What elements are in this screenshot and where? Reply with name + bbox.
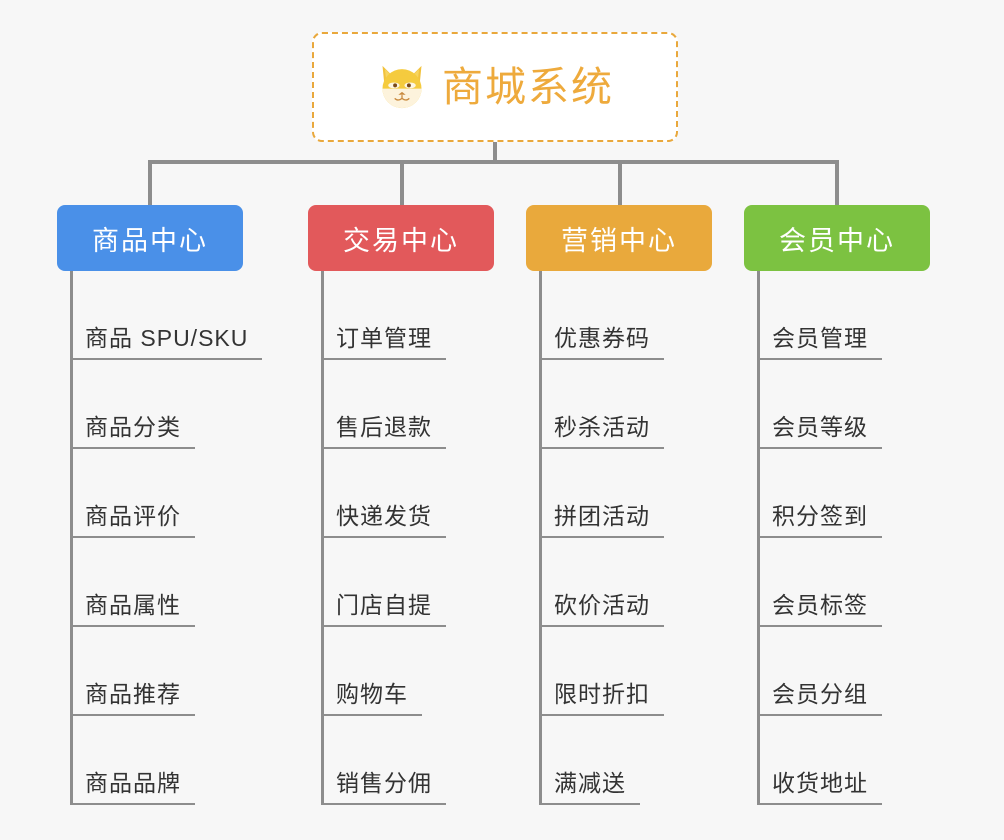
leaf-item-label: 快递发货	[336, 503, 432, 529]
leaf-item[interactable]: 限时折扣	[539, 627, 664, 716]
leaf-item-label: 销售分佣	[336, 770, 432, 796]
leaf-item[interactable]: 积分签到	[757, 449, 882, 538]
leaf-item[interactable]: 满减送	[539, 716, 664, 805]
leaf-item-label: 砍价活动	[554, 592, 650, 618]
leaf-item-underline: 商品分类	[71, 408, 195, 449]
leaf-item-underline: 拼团活动	[540, 497, 664, 538]
category-header-label: 商品中心	[92, 225, 208, 256]
leaf-item-label: 优惠券码	[554, 325, 650, 351]
leaf-item[interactable]: 拼团活动	[539, 449, 664, 538]
leaf-item-underline: 积分签到	[758, 497, 882, 538]
leaf-item[interactable]: 购物车	[321, 627, 446, 716]
leaf-item[interactable]: 会员管理	[757, 271, 882, 360]
leaf-item-label: 秒杀活动	[554, 414, 650, 440]
leaf-item-underline: 收货地址	[758, 764, 882, 805]
leaf-item[interactable]: 商品 SPU/SKU	[70, 271, 263, 360]
leaf-item[interactable]: 售后退款	[321, 360, 446, 449]
root-title: 商城系统	[442, 63, 614, 110]
leaf-item-label: 商品评价	[85, 503, 181, 529]
leaf-item-label: 拼团活动	[554, 503, 650, 529]
leaf-item-underline: 优惠券码	[540, 319, 664, 360]
leaf-item[interactable]: 商品分类	[70, 360, 262, 449]
leaf-item[interactable]: 商品评价	[70, 449, 262, 538]
leaf-list-marketing-center: 优惠券码秒杀活动拼团活动砍价活动限时折扣满减送	[539, 271, 664, 805]
column-spine-trade-center	[321, 271, 324, 805]
leaf-item[interactable]: 优惠券码	[539, 271, 664, 360]
leaf-item-underline: 购物车	[322, 675, 422, 716]
category-header-member-center[interactable]: 会员中心	[744, 205, 930, 271]
shiba-dog-face-icon	[382, 65, 422, 109]
leaf-item-underline: 售后退款	[322, 408, 446, 449]
leaf-item-label: 商品推荐	[85, 681, 181, 707]
leaf-item[interactable]: 销售分佣	[321, 716, 446, 805]
leaf-item-label: 商品分类	[85, 414, 181, 440]
leaf-item-underline: 砍价活动	[540, 586, 664, 627]
leaf-item[interactable]: 会员标签	[757, 538, 882, 627]
leaf-item-underline: 商品推荐	[71, 675, 195, 716]
leaf-item-underline: 会员管理	[758, 319, 882, 360]
leaf-item[interactable]: 商品属性	[70, 538, 262, 627]
category-header-product-center[interactable]: 商品中心	[57, 205, 243, 271]
leaf-item-label: 门店自提	[336, 592, 432, 618]
leaf-item-underline: 会员等级	[758, 408, 882, 449]
root-node[interactable]: 商城系统	[312, 32, 678, 142]
category-column-member-center: 会员中心会员管理会员等级积分签到会员标签会员分组收货地址	[744, 205, 930, 805]
category-column-marketing-center: 营销中心优惠券码秒杀活动拼团活动砍价活动限时折扣满减送	[526, 205, 712, 805]
leaf-item-label: 商品 SPU/SKU	[85, 325, 249, 351]
leaf-item-underline: 商品评价	[71, 497, 195, 538]
leaf-item-underline: 会员分组	[758, 675, 882, 716]
leaf-item-label: 收货地址	[772, 770, 868, 796]
category-header-trade-center[interactable]: 交易中心	[308, 205, 494, 271]
leaf-item[interactable]: 商品推荐	[70, 627, 262, 716]
leaf-item-label: 订单管理	[336, 325, 432, 351]
leaf-list-product-center: 商品 SPU/SKU 商品分类商品评价商品属性商品推荐商品品牌	[70, 271, 263, 805]
category-header-label: 会员中心	[779, 225, 895, 256]
leaf-item-label: 商品属性	[85, 592, 181, 618]
leaf-item[interactable]: 商品品牌	[70, 716, 262, 805]
leaf-item[interactable]: 秒杀活动	[539, 360, 664, 449]
leaf-list-trade-center: 订单管理售后退款快递发货门店自提购物车销售分佣	[321, 271, 446, 805]
category-header-label: 营销中心	[561, 225, 677, 256]
leaf-item[interactable]: 收货地址	[757, 716, 882, 805]
column-spine-marketing-center	[539, 271, 542, 805]
category-header-label: 交易中心	[343, 225, 459, 256]
leaf-item-label: 商品品牌	[85, 770, 181, 796]
leaf-item[interactable]: 会员等级	[757, 360, 882, 449]
leaf-item-label: 限时折扣	[554, 681, 650, 707]
leaf-item-label: 购物车	[336, 681, 408, 707]
leaf-item-underline: 商品品牌	[71, 764, 195, 805]
leaf-item-underline: 满减送	[540, 764, 640, 805]
leaf-item[interactable]: 会员分组	[757, 627, 882, 716]
leaf-item-underline: 快递发货	[322, 497, 446, 538]
category-header-marketing-center[interactable]: 营销中心	[526, 205, 712, 271]
leaf-item-label: 会员标签	[772, 592, 868, 618]
column-spine-member-center	[757, 271, 760, 805]
category-column-product-center: 商品中心商品 SPU/SKU 商品分类商品评价商品属性商品推荐商品品牌	[57, 205, 263, 805]
leaf-item[interactable]: 砍价活动	[539, 538, 664, 627]
leaf-item[interactable]: 门店自提	[321, 538, 446, 627]
leaf-item-label: 会员等级	[772, 414, 868, 440]
leaf-item-underline: 商品 SPU/SKU	[71, 319, 263, 360]
leaf-item[interactable]: 订单管理	[321, 271, 446, 360]
leaf-item-underline: 销售分佣	[322, 764, 446, 805]
leaf-item-underline: 限时折扣	[540, 675, 664, 716]
leaf-item-underline: 会员标签	[758, 586, 882, 627]
leaf-item-label: 售后退款	[336, 414, 432, 440]
category-column-trade-center: 交易中心订单管理售后退款快递发货门店自提购物车销售分佣	[308, 205, 494, 805]
leaf-item-label: 会员管理	[772, 325, 868, 351]
leaf-item-underline: 门店自提	[322, 586, 446, 627]
leaf-item-label: 满减送	[554, 770, 626, 796]
leaf-item-underline: 订单管理	[322, 319, 446, 360]
column-spine-product-center	[70, 271, 73, 805]
leaf-list-member-center: 会员管理会员等级积分签到会员标签会员分组收货地址	[757, 271, 882, 805]
leaf-item[interactable]: 快递发货	[321, 449, 446, 538]
leaf-item-label: 积分签到	[772, 503, 868, 529]
leaf-item-underline: 商品属性	[71, 586, 195, 627]
leaf-item-underline: 秒杀活动	[540, 408, 664, 449]
leaf-item-label: 会员分组	[772, 681, 868, 707]
